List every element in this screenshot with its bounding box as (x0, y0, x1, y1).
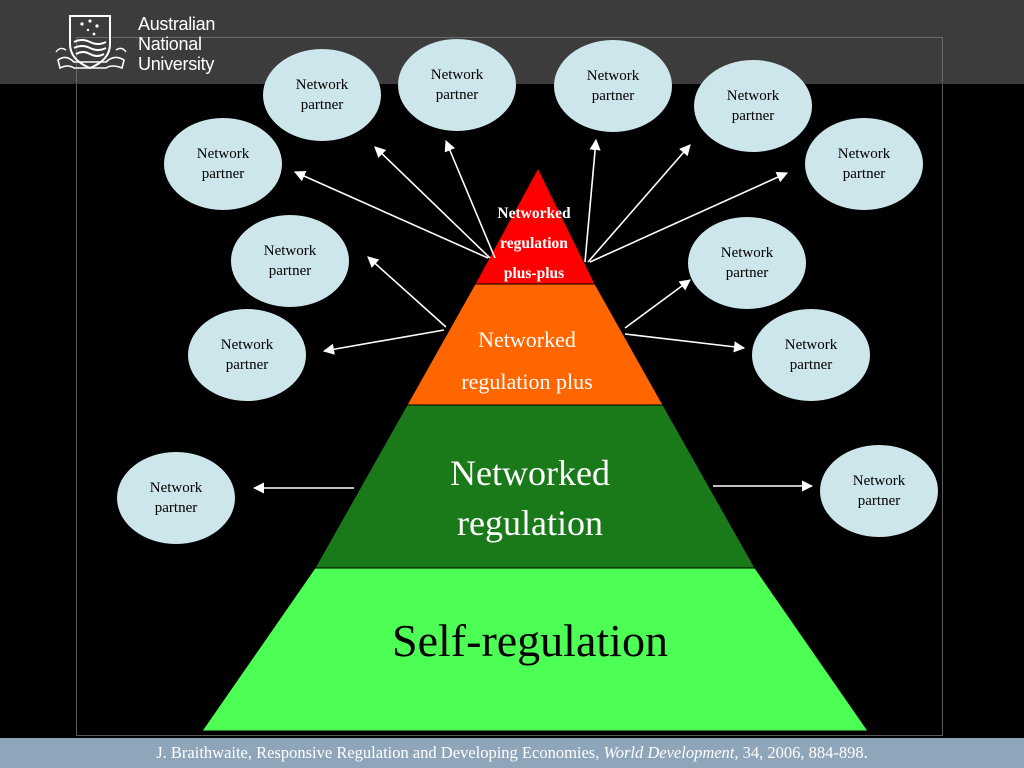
partner-line-1: Network (430, 67, 484, 83)
tier-upper-line-2: regulation plus (461, 369, 593, 394)
anu-crest-icon (55, 15, 127, 70)
arrow (584, 138, 601, 263)
partner-line-2: partner (725, 265, 769, 281)
network-partner-node: Network partner (820, 445, 938, 537)
network-partner-node: Network partner (554, 40, 672, 132)
network-partner-node: Network partner (117, 452, 235, 544)
arrow (624, 333, 746, 353)
partner-line-2: partner (789, 357, 833, 373)
arrows-from-lower-middle-tier (252, 480, 814, 494)
arrow (293, 170, 489, 259)
tier-top-line-2: regulation (500, 235, 568, 252)
partner-line-2: partner (591, 88, 635, 104)
citation: J. Braithwaite, Responsive Regulation an… (0, 738, 1024, 768)
arrow (374, 146, 491, 259)
partner-line-1: Network (149, 480, 203, 496)
citation-prefix: J. Braithwaite, Responsive Regulation an… (156, 743, 604, 762)
tier-base-line-1: Self-regulation (392, 615, 668, 666)
partner-line-1: Network (263, 243, 317, 259)
arrow (624, 279, 691, 329)
anu-logo-text: Australian National University (138, 14, 215, 74)
network-partner-node: Network partner (398, 39, 516, 131)
arrows-from-upper-middle-tier (322, 256, 746, 355)
partner-line-2: partner (300, 97, 344, 113)
partner-line-1: Network (726, 88, 780, 104)
partner-line-1: Network (720, 245, 774, 261)
tier-upper-line-1: Networked (478, 327, 576, 352)
slide-frame (76, 84, 943, 736)
logo-line-1: Australian (138, 14, 216, 34)
arrow (444, 139, 496, 259)
network-partner-node: Network partner (188, 309, 306, 401)
partner-line-1: Network (837, 146, 891, 162)
partner-line-2: partner (268, 263, 312, 279)
arrow (322, 329, 445, 355)
network-partner-node: Network partner (752, 309, 870, 401)
partner-line-2: partner (842, 166, 886, 182)
partner-line-1: Network (295, 77, 349, 93)
tier-label-lower-middle: Networked regulation (380, 448, 680, 548)
citation-journal: World Development, (603, 743, 739, 762)
partner-line-1: Network (220, 337, 274, 353)
network-partner-node: Network partner (164, 118, 282, 210)
partner-line-2: partner (435, 87, 479, 103)
tier-label-top: Networked regulation plus-plus (470, 199, 598, 289)
network-partner-node: Network partner (805, 118, 923, 210)
arrow (367, 256, 447, 328)
citation-suffix: 34, 2006, 884-898. (738, 743, 868, 762)
tier-top-line-1: Networked (497, 205, 571, 222)
logo-line-2: National (138, 34, 202, 54)
regulation-pyramid-diagram (201, 138, 869, 732)
arrows-from-top-tier (293, 138, 789, 263)
partner-line-1: Network (852, 473, 906, 489)
network-partner-node: Network partner (694, 60, 812, 152)
partner-line-2: partner (857, 493, 901, 509)
partner-line-2: partner (731, 108, 775, 124)
anu-logo (52, 10, 292, 76)
network-partner-node: Network partner (688, 217, 806, 309)
tier-lower-line-2: regulation (457, 503, 603, 543)
arrow (587, 144, 691, 263)
tier-label-upper-middle: Networked regulation plus (417, 319, 637, 403)
tier-label-base: Self-regulation (300, 613, 760, 669)
network-partner-node: Network partner (263, 49, 381, 141)
partner-line-1: Network (784, 337, 838, 353)
logo-line-3: University (138, 54, 215, 74)
network-partner-node: Network partner (231, 215, 349, 307)
partner-line-2: partner (201, 166, 245, 182)
partner-line-2: partner (225, 357, 269, 373)
partner-line-1: Network (586, 68, 640, 84)
tier-top-line-3: plus-plus (503, 265, 565, 282)
pyramid-tier-top (474, 166, 596, 285)
footer-bar: J. Braithwaite, Responsive Regulation an… (0, 738, 1024, 768)
partner-line-1: Network (196, 146, 250, 162)
tier-lower-line-1: Networked (450, 453, 610, 493)
partner-line-2: partner (154, 500, 198, 516)
arrow (589, 172, 789, 263)
